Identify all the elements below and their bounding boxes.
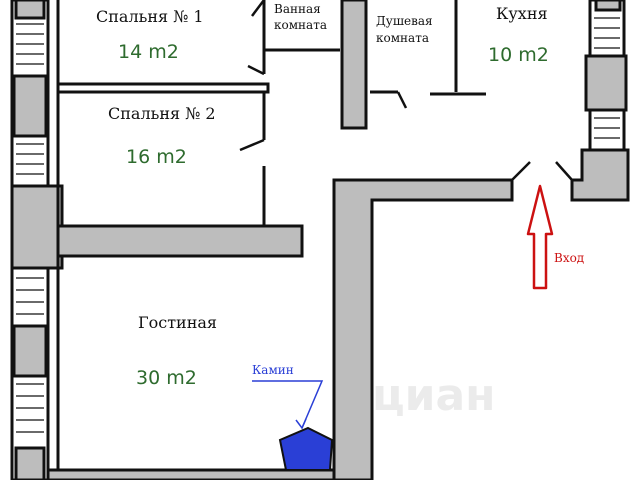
watermark-text: циан (372, 370, 496, 421)
bedroom-1-area: 14 m2 (118, 41, 179, 63)
interior-walls (46, 0, 514, 480)
bedroom-2-name: Спальня № 2 (108, 104, 216, 123)
kitchen-area: 10 m2 (488, 44, 549, 66)
fireplace-pointer-icon (252, 380, 324, 429)
left-exterior-wall (10, 0, 64, 480)
bathroom-name-line2: комната (274, 18, 327, 32)
entrance-label: Вход (554, 251, 584, 265)
fireplace-marker: Камин (252, 363, 334, 471)
bedroom-2-area: 16 m2 (126, 146, 187, 168)
room-shower: Душевая комната (376, 14, 433, 45)
room-bedroom-1: Спальня № 1 14 m2 (96, 7, 204, 63)
kitchen-name: Кухня (496, 4, 548, 23)
shower-name-line2: комната (376, 31, 429, 45)
fireplace-label: Камин (252, 363, 294, 377)
living-room-area: 30 m2 (136, 367, 197, 389)
bathroom-name-line1: Ванная (274, 2, 321, 16)
watermark: циан (372, 370, 496, 421)
living-room-name: Гостиная (138, 313, 217, 332)
room-bathroom: Ванная комната (274, 2, 327, 32)
entrance-arrow-icon (526, 184, 554, 290)
door-swings (239, 0, 573, 181)
shower-name-line1: Душевая (376, 14, 433, 28)
room-living: Гостиная 30 m2 (136, 313, 217, 389)
room-kitchen: Кухня 10 m2 (488, 4, 549, 66)
right-exterior-wall (570, 0, 630, 202)
bedroom-1-name: Спальня № 1 (96, 7, 204, 26)
room-bedroom-2: Спальня № 2 16 m2 (108, 104, 216, 168)
fireplace-icon (278, 426, 334, 471)
entrance-marker: Вход (526, 184, 584, 290)
